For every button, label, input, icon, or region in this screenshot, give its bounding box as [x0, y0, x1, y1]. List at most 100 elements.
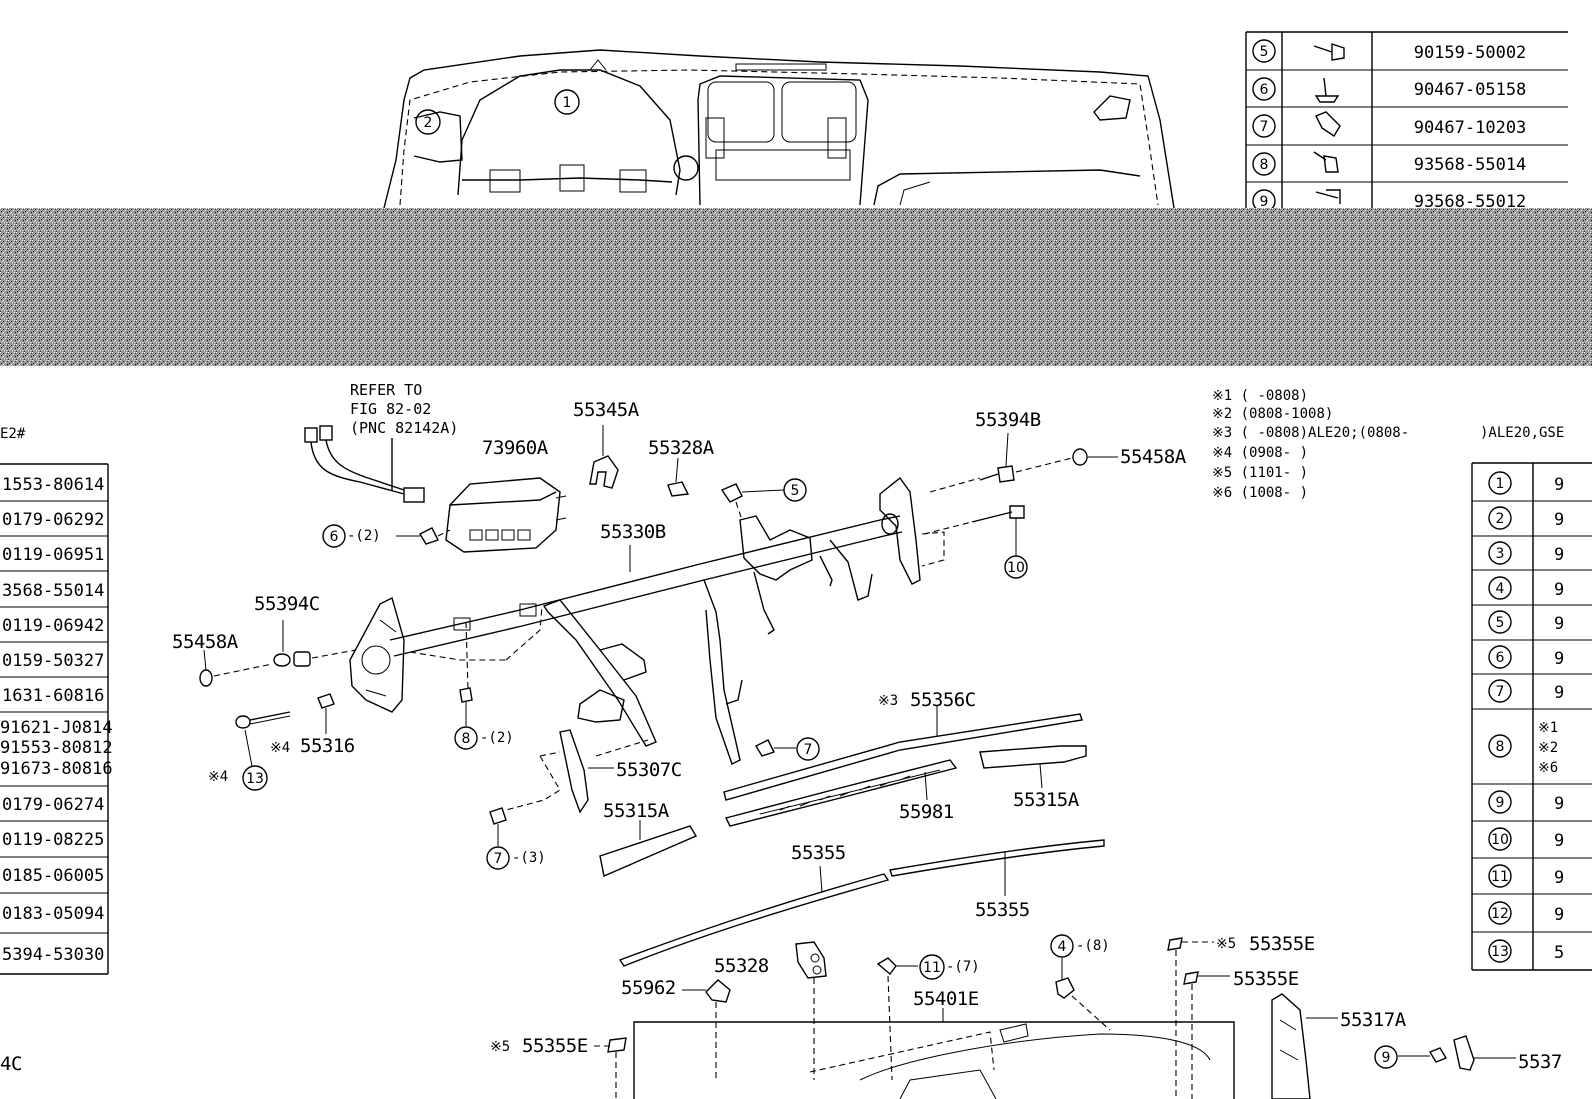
left-table-cell: 91621-J0814 [0, 718, 113, 738]
part-label-5537x: 5537 [1518, 1051, 1562, 1073]
mark-note-5: ※5 [1216, 936, 1236, 952]
svg-text:93568-55012: 93568-55012 [1414, 192, 1527, 212]
svg-text:※3 ( -0808)ALE20;(0808-: ※3 ( -0808)ALE20;(0808- [1212, 425, 1409, 441]
left-part-table: E2# 1553-80614 0179-06292 0119-06951 356… [0, 426, 113, 1075]
left-table-header: E2# [0, 426, 26, 442]
svg-text:9: 9 [1554, 580, 1564, 600]
left-table-cell: 0185-06005 [2, 866, 104, 886]
svg-text:10: 10 [1007, 560, 1025, 576]
fastener-table-top [1245, 31, 1568, 208]
svg-text:5: 5 [791, 483, 800, 499]
svg-text:12: 12 [1491, 906, 1509, 922]
svg-text:9: 9 [1260, 194, 1269, 210]
main-linework [199, 425, 1516, 1099]
callout-13: 13 [242, 765, 268, 791]
svg-text:1: 1 [1496, 476, 1505, 492]
svg-text:13: 13 [246, 771, 264, 787]
callout-4: 4-(8) [1050, 934, 1110, 958]
mark-note-4: ※4 [208, 769, 228, 785]
svg-text:93568-55014: 93568-55014 [1414, 155, 1527, 175]
svg-text:9: 9 [1554, 831, 1564, 851]
svg-text:※6 (1008- ): ※6 (1008- ) [1212, 485, 1308, 501]
top-table-row-6: 6 90467-05158 [1252, 77, 1526, 101]
svg-text:9: 9 [1554, 649, 1564, 669]
svg-text:2: 2 [424, 115, 433, 131]
left-table-cell: 3568-55014 [2, 581, 104, 601]
part-label-55328: 55328 [714, 955, 769, 977]
part-label-55345A: 55345A [573, 399, 640, 421]
svg-text:11: 11 [923, 960, 941, 976]
svg-text:9: 9 [1554, 545, 1564, 565]
callout-8: 8-(2) [454, 726, 514, 750]
svg-text:(PNC 82142A): (PNC 82142A) [350, 419, 458, 437]
svg-text:90467-10203: 90467-10203 [1414, 118, 1527, 138]
left-table-cell: 91553-80812 [0, 738, 113, 758]
mark-note-5: ※5 [490, 1039, 510, 1055]
svg-text:8: 8 [1496, 739, 1505, 755]
left-table-cell: 5394-53030 [2, 945, 104, 965]
reference-note: REFER TO FIG 82-02 (PNC 82142A) [350, 381, 458, 490]
svg-text:10: 10 [1491, 832, 1509, 848]
callout-5: 5 [783, 478, 807, 502]
svg-text:5: 5 [1554, 943, 1564, 963]
svg-text:FIG 82-02: FIG 82-02 [350, 400, 431, 418]
svg-text:5: 5 [1496, 615, 1505, 631]
svg-text:※1: ※1 [1538, 720, 1558, 736]
callout-11: 11-(7) [919, 954, 980, 980]
svg-text:6: 6 [1496, 650, 1505, 666]
callout-9: 9 [1374, 1045, 1398, 1069]
svg-text:9: 9 [1554, 614, 1564, 634]
svg-text:-(2): -(2) [347, 528, 381, 544]
svg-text:8: 8 [462, 731, 471, 747]
part-label-55355: 55355 [975, 899, 1030, 921]
part-label-55981: 55981 [899, 801, 954, 823]
date-notes: ※1 ( -0808) ※2 (0808-1008) ※3 ( -0808)AL… [1212, 388, 1564, 501]
svg-text:11: 11 [1491, 869, 1509, 885]
svg-text:9: 9 [1382, 1050, 1391, 1066]
part-label-55315A: 55315A [1013, 789, 1080, 811]
part-label-55355: 55355 [791, 842, 846, 864]
part-label-55355E: 55355E [522, 1035, 588, 1057]
part-label-55458A: 55458A [172, 631, 239, 653]
left-table-cell: 0159-50327 [2, 651, 104, 671]
svg-text:8: 8 [1260, 157, 1269, 173]
svg-text:REFER TO: REFER TO [350, 381, 422, 399]
left-table-cell: 0179-06274 [2, 795, 104, 815]
callout-10: 10 [1004, 555, 1028, 579]
part-label-55356C: 55356C [910, 689, 976, 711]
svg-text:6: 6 [1260, 82, 1269, 98]
part-label-55355E: 55355E [1249, 933, 1315, 955]
part-label-55394B: 55394B [975, 409, 1041, 431]
svg-text:※5 (1101- ): ※5 (1101- ) [1212, 465, 1308, 481]
svg-text:3: 3 [1496, 546, 1505, 562]
right-table-row-8: 8 ※1 ※2 ※6 [1488, 720, 1558, 776]
svg-text:4: 4 [1496, 581, 1505, 597]
left-table-cell: 1631-60816 [2, 686, 104, 706]
svg-text:7: 7 [1496, 684, 1505, 700]
part-label-55330B: 55330B [600, 521, 666, 543]
part-label-55328A: 55328A [648, 437, 715, 459]
svg-text:9: 9 [1554, 794, 1564, 814]
svg-text:-(3): -(3) [512, 850, 546, 866]
left-table-cell: 0119-06951 [2, 545, 104, 565]
left-table-cell: 0119-08225 [2, 830, 104, 850]
dashboard-outline-top [383, 49, 1175, 209]
svg-text:90159-50002: 90159-50002 [1414, 43, 1527, 63]
part-label-55307C: 55307C [616, 759, 682, 781]
part-label-55401E: 55401E [913, 988, 979, 1010]
part-label-55317A: 55317A [1340, 1009, 1407, 1031]
svg-text:9: 9 [1554, 475, 1564, 495]
svg-text:7: 7 [1260, 119, 1269, 135]
svg-text:※2 (0808-1008): ※2 (0808-1008) [1212, 406, 1333, 422]
part-label-55962: 55962 [621, 977, 676, 999]
svg-text:9: 9 [1554, 683, 1564, 703]
